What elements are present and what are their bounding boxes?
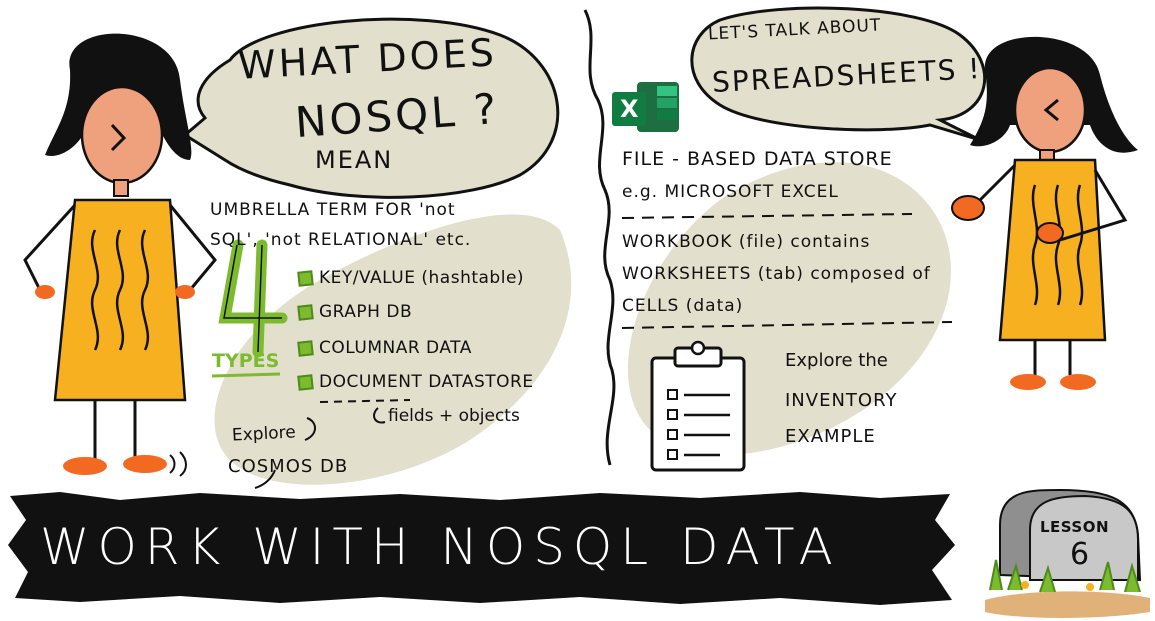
type-item-label: GRAPH DB (319, 302, 413, 322)
type-item-key-value: KEY/VALUE (hashtable) (297, 268, 525, 288)
document-note: fields + objects (388, 406, 520, 426)
excel-letter: X (620, 95, 639, 123)
explore-inventory-line-2: INVENTORY (785, 390, 898, 411)
right-dress (998, 158, 1107, 342)
left-speech-bubble (182, 17, 560, 199)
file-store-line-1: FILE - BASED DATA STORE (622, 148, 893, 170)
explore-inventory-line-1: Explore the (785, 350, 888, 371)
center-divider (583, 9, 616, 466)
type-item-label: DOCUMENT DATASTORE (319, 372, 534, 392)
lesson-label: LESSON (1040, 518, 1110, 536)
explore-cosmos-line-1: Explore (231, 422, 297, 446)
banner-background (8, 492, 955, 605)
type-item-graph: GRAPH DB (297, 302, 413, 322)
right-face (1013, 66, 1087, 154)
file-store-line-2: e.g. MICROSOFT EXCEL (622, 182, 839, 202)
dashed-separator-left (319, 399, 411, 403)
checkbox-icon (297, 304, 314, 321)
explore-inventory-line-3: EXAMPLE (785, 426, 876, 447)
explore-cosmos-line-2: COSMOS DB (228, 456, 349, 477)
types-number: 4 (238, 252, 239, 253)
type-item-label: COLUMNAR DATA (319, 338, 472, 358)
workbook-line-2: WORKSHEETS (tab) composed of (622, 264, 931, 284)
clipboard-icon (650, 340, 746, 472)
types-underline (211, 372, 281, 378)
workbook-line-3: CELLS (data) (622, 296, 744, 316)
left-character (23, 33, 217, 477)
lesson-number: 6 (1070, 537, 1090, 572)
checkbox-icon (297, 374, 314, 391)
excel-icon (612, 82, 679, 132)
nosql-definition-line-1: UMBRELLA TERM FOR 'not (210, 200, 456, 220)
left-background-blob (214, 214, 572, 485)
dashed-separator-right-1 (621, 213, 913, 219)
workbook-line-1: WORKBOOK (file) contains (622, 232, 871, 252)
nosql-definition-line-2: SQL', 'not RELATIONAL' etc. (210, 230, 472, 250)
left-bubble-line-3: MEAN (315, 146, 394, 174)
type-item-columnar: COLUMNAR DATA (297, 338, 472, 358)
checkbox-icon (297, 340, 314, 357)
types-label: TYPES (212, 350, 280, 372)
type-item-document: DOCUMENT DATASTORE (297, 372, 534, 392)
lesson-tombstone (985, 488, 1150, 618)
right-character (951, 36, 1138, 390)
type-item-label: KEY/VALUE (hashtable) (319, 268, 525, 288)
checkbox-icon (297, 270, 314, 287)
left-dress (53, 198, 187, 402)
banner-title: WORK WITH NOSQL DATA (40, 518, 841, 576)
dashed-separator-right-2 (621, 321, 953, 329)
right-speech-bubble (690, 6, 987, 142)
